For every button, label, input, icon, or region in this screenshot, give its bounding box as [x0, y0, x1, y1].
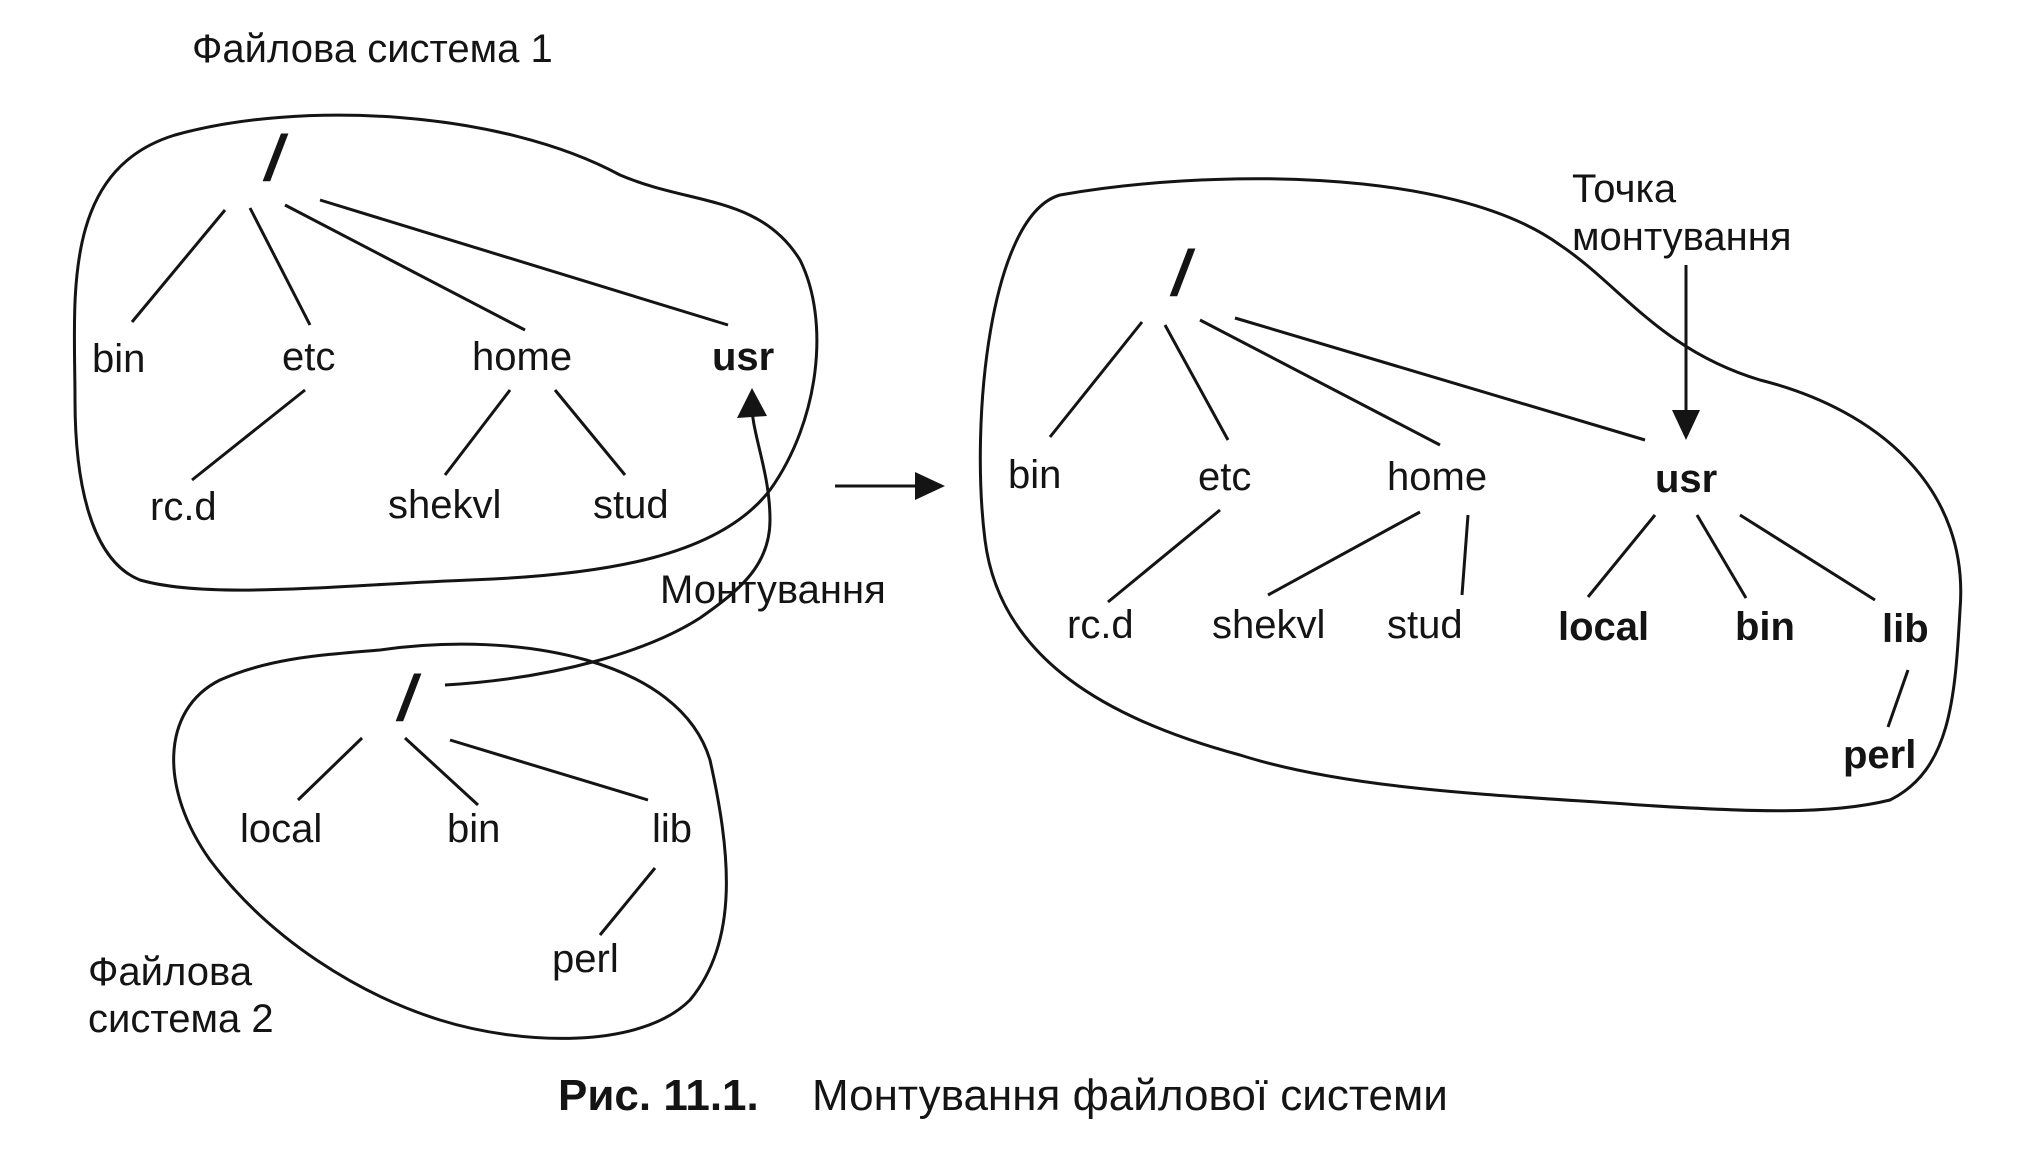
transition-arrow-head — [915, 472, 945, 500]
mount-label: Монтування — [660, 568, 886, 612]
caption-number: Рис. 11.1. — [558, 1071, 759, 1120]
resulting-filesystem: Точка монтування / bin etc home usr rc.d… — [978, 167, 1963, 813]
mount-arrow-head — [737, 388, 767, 418]
fs1-node-etc: etc — [282, 335, 335, 379]
result-edge-root-etc — [1163, 324, 1230, 441]
filesystem-2-title-line2: система 2 — [88, 997, 274, 1041]
result-edge-usr-lib — [1739, 513, 1876, 602]
result-node-lib: lib — [1882, 607, 1929, 651]
fs2-node-local: local — [240, 807, 322, 851]
result-edge-lib-perl — [1886, 669, 1910, 728]
result-edge-etc-rcd — [1107, 508, 1221, 604]
result-node-shekvl: shekvl — [1212, 603, 1325, 647]
mount-point-arrow-head — [1672, 410, 1700, 440]
transition-arrow — [835, 472, 945, 500]
result-edge-home-shekvl — [1267, 510, 1421, 597]
fs1-edge-root-home — [284, 203, 526, 332]
fs1-node-shekvl: shekvl — [388, 483, 501, 527]
filesystem-1-boundary — [72, 113, 819, 592]
result-node-usr: usr — [1655, 457, 1717, 501]
fs1-node-rcd: rc.d — [150, 485, 217, 529]
fs2-node-lib: lib — [652, 807, 692, 851]
fs1-root-node: / — [262, 122, 289, 194]
result-node-etc: etc — [1198, 455, 1251, 499]
fs1-edge-home-stud — [553, 389, 627, 476]
mount-curve — [444, 399, 772, 687]
result-node-bin2: bin — [1735, 605, 1795, 649]
mount-arrow: Монтування — [444, 388, 886, 687]
filesystem-2-title-line1: Файлова — [88, 950, 253, 994]
filesystem-1-title: Файлова система 1 — [192, 27, 553, 71]
result-node-bin: bin — [1008, 453, 1061, 497]
fs2-edge-root-bin — [403, 736, 480, 807]
fs2-edge-lib-perl — [598, 867, 657, 936]
mount-point-label-line1: Точка — [1572, 167, 1677, 211]
result-edge-root-bin — [1048, 321, 1144, 438]
fs1-edge-root-usr — [319, 198, 729, 327]
filesystem-2: Файлова система 2 / local bin lib perl — [88, 642, 728, 1041]
fs1-node-usr: usr — [712, 335, 774, 379]
fs1-node-stud: stud — [593, 483, 669, 527]
result-node-rcd: rc.d — [1067, 603, 1134, 647]
fs1-edge-home-shekvl — [443, 389, 512, 476]
fs1-edge-root-bin — [130, 209, 227, 323]
fs1-node-home: home — [472, 335, 572, 379]
resulting-filesystem-boundary — [978, 177, 1963, 813]
result-edge-root-home — [1199, 318, 1441, 447]
fs2-root-node: / — [395, 662, 422, 734]
filesystem-2-boundary — [172, 642, 728, 1040]
result-edge-root-usr — [1234, 316, 1646, 442]
result-node-stud: stud — [1387, 603, 1463, 647]
result-edge-home-stud — [1460, 514, 1470, 596]
result-root-node: / — [1169, 237, 1196, 309]
result-node-perl: perl — [1843, 733, 1916, 777]
fs2-node-bin: bin — [447, 807, 500, 851]
result-edge-usr-bin — [1695, 514, 1748, 599]
figure-caption: Рис. 11.1. Монтування файлової системи — [558, 1071, 1448, 1120]
mount-point-label-line2: монтування — [1572, 215, 1792, 259]
result-node-local: local — [1558, 605, 1649, 649]
fs1-edge-root-etc — [248, 207, 312, 326]
fs1-edge-etc-rcd — [191, 388, 306, 482]
fs1-node-bin: bin — [92, 337, 145, 381]
result-edge-usr-local — [1586, 514, 1657, 598]
filesystem-1: Файлова система 1 / bin etc home usr rc.… — [72, 27, 819, 592]
fs2-edge-root-lib — [449, 738, 649, 802]
caption-text: Монтування файлової системи — [812, 1071, 1448, 1120]
fs2-edge-root-local — [296, 736, 364, 802]
fs2-node-perl: perl — [552, 937, 619, 981]
result-node-home: home — [1387, 455, 1487, 499]
